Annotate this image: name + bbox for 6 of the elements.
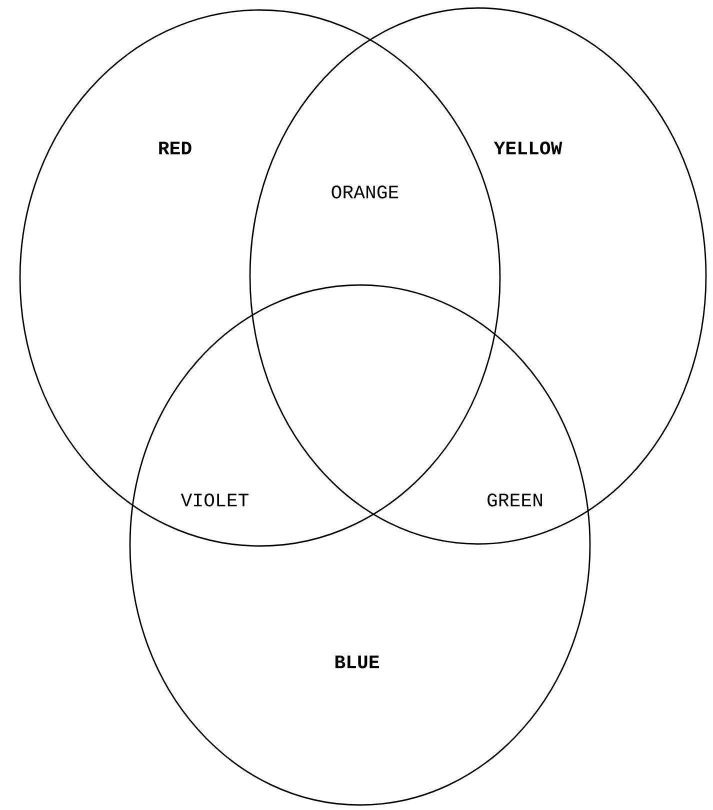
region-label: ORANGE [332,186,398,198]
circle-label: RED [159,142,192,154]
circle-label: BLUE [335,656,380,668]
circle-label: YELLOW [494,142,562,154]
region-label: VIOLET [180,494,248,506]
region-label: GREEN [488,494,542,506]
